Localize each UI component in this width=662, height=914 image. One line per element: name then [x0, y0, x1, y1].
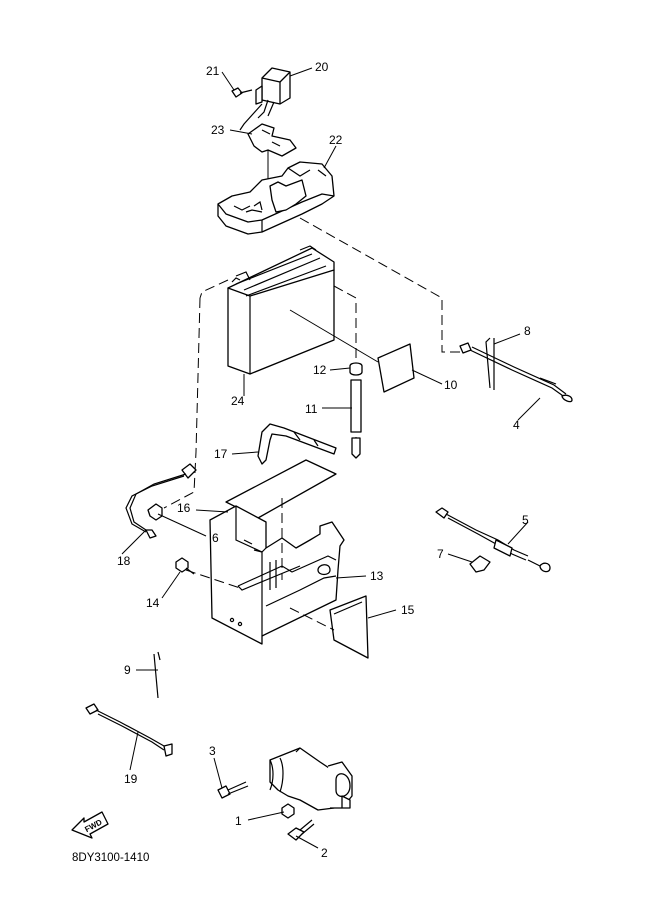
part-18-wire — [125, 463, 197, 539]
label-6: 6 — [212, 531, 219, 545]
label-18: 18 — [117, 554, 131, 568]
label-4: 4 — [513, 418, 520, 432]
part-9-cable-tie — [153, 651, 161, 699]
part-2-bolt — [287, 819, 315, 841]
part-11-hose — [350, 379, 362, 459]
label-13: 13 — [370, 569, 384, 583]
starter-motor — [269, 747, 353, 811]
part-6-terminal-cover — [147, 503, 163, 521]
label-7: 7 — [437, 547, 444, 561]
label-8: 8 — [524, 324, 531, 338]
part-19-wire — [85, 703, 173, 757]
part-10-pad — [377, 343, 415, 393]
label-1: 1 — [235, 814, 242, 828]
diagram-code: 8DY3100-1410 — [72, 852, 149, 864]
label-21: 21 — [206, 64, 220, 78]
label-14: 14 — [146, 596, 160, 610]
label-12: 12 — [313, 363, 327, 377]
label-10: 10 — [444, 378, 458, 392]
part-13-battery-box — [209, 505, 345, 645]
part-15-cover — [329, 595, 369, 659]
part-3-bolt — [217, 781, 249, 799]
label-23: 23 — [211, 123, 225, 137]
label-3: 3 — [209, 744, 216, 758]
part-21-screw — [231, 87, 253, 98]
part-14-bolt — [175, 557, 195, 575]
label-9: 9 — [124, 663, 131, 677]
part-1-nut — [281, 803, 295, 819]
label-16: 16 — [177, 501, 191, 515]
label-20: 20 — [315, 60, 329, 74]
part-12-collar — [349, 362, 363, 376]
part-24-battery — [227, 245, 335, 375]
leader-lines — [121, 67, 541, 849]
fwd-arrow-icon: FWD — [71, 811, 109, 839]
label-19: 19 — [124, 772, 138, 786]
part-23-bracket — [247, 123, 297, 157]
part-8-clip — [485, 337, 495, 390]
part-17-strap — [257, 423, 337, 465]
part-4-wire — [459, 342, 573, 403]
label-22: 22 — [329, 133, 343, 147]
guide-battery-down — [333, 285, 357, 364]
part-20-relay — [239, 67, 291, 131]
guide-battery-right — [299, 217, 462, 353]
label-24: 24 — [231, 394, 245, 408]
label-11: 11 — [305, 402, 318, 416]
label-15: 15 — [401, 603, 415, 617]
part-22-battery-cover — [217, 161, 335, 235]
guide-battery-left — [199, 279, 229, 299]
label-5: 5 — [522, 513, 529, 527]
part-5-wire — [435, 507, 551, 573]
part-7-clip — [469, 555, 491, 573]
label-2: 2 — [321, 846, 328, 860]
label-17: 17 — [214, 447, 228, 461]
